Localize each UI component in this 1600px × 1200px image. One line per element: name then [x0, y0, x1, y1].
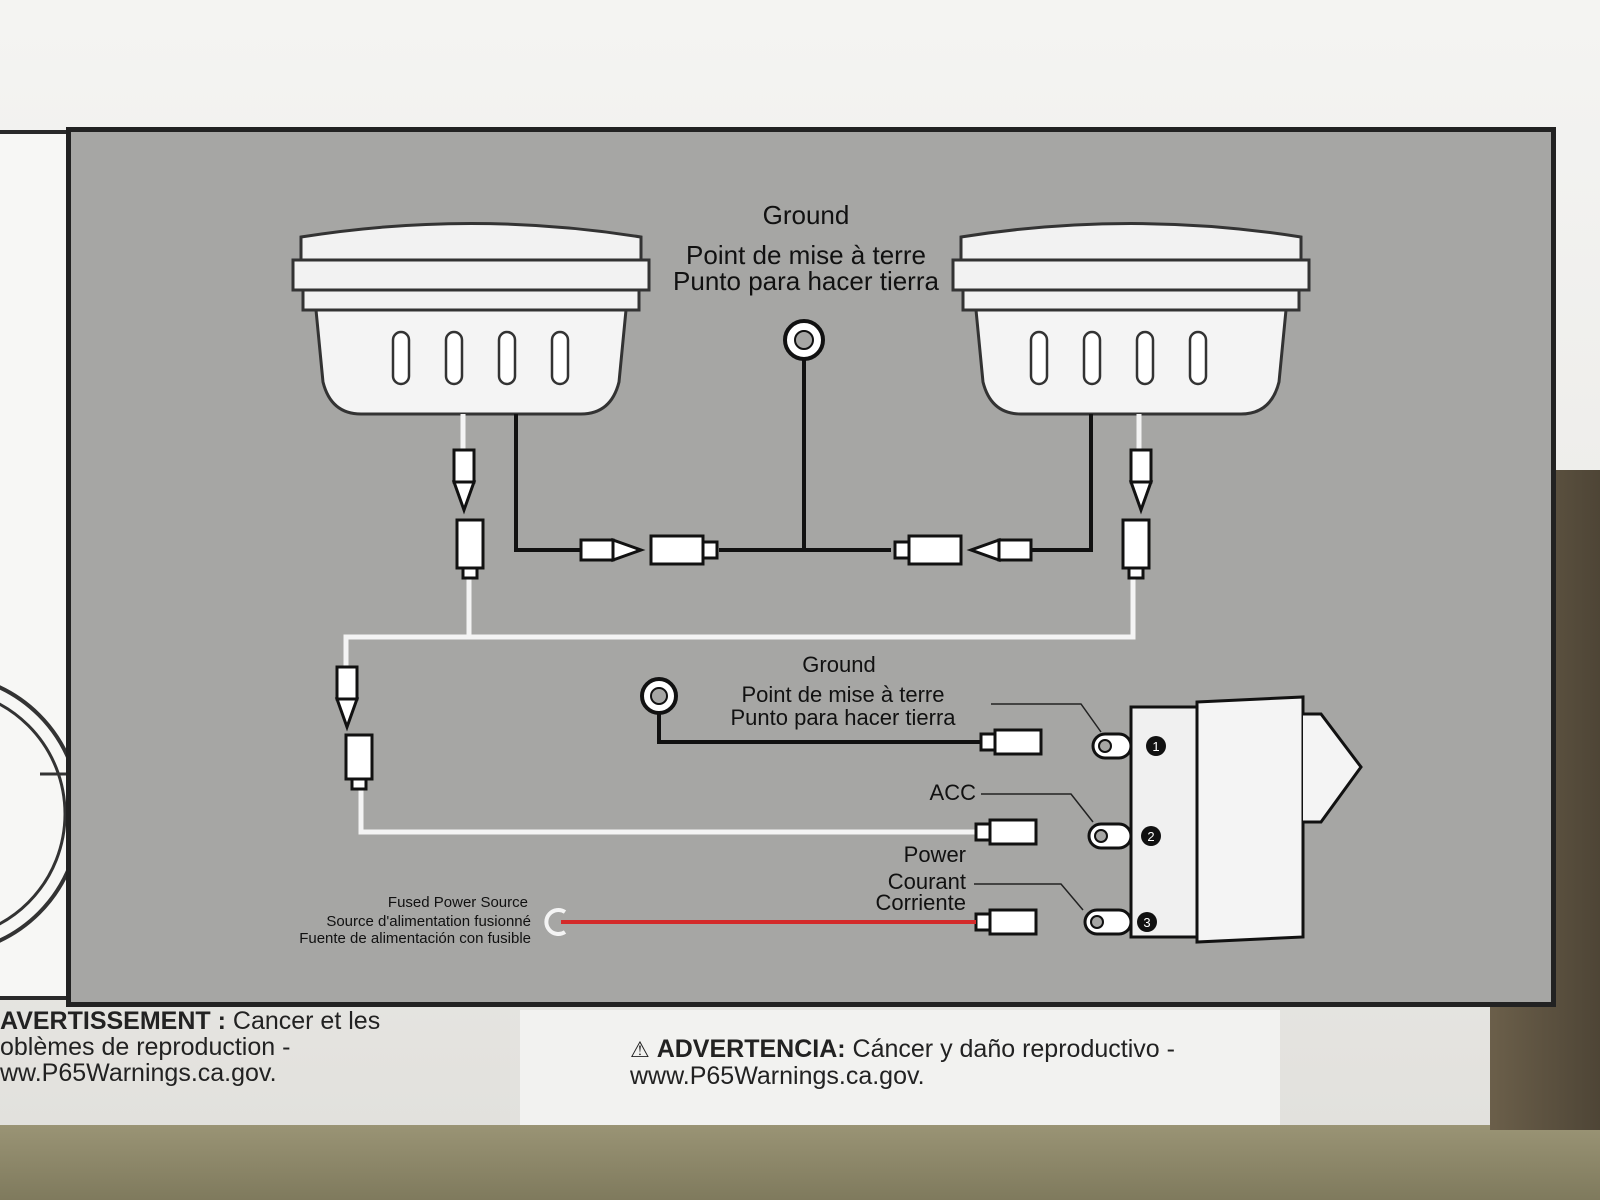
- switch-wire-connectors: [974, 728, 1043, 936]
- white-power-wires: [343, 414, 1142, 835]
- warning-spanish: ⚠ ADVERTENCIA: Cáncer y daño reproductiv…: [520, 1010, 1280, 1125]
- right-fog-light: [951, 222, 1311, 416]
- box-bottom-edge: [0, 1125, 1600, 1200]
- switch-ground-label: Ground Point de mise à terre Punto para …: [730, 652, 956, 730]
- warning-spanish-text1: Cáncer y daño reproductivo -: [845, 1035, 1175, 1063]
- top-ground-label: Ground Point de mise à terre Punto para …: [673, 200, 939, 296]
- warning-spanish-text2: www.P65Warnings.ca.gov.: [630, 1062, 925, 1090]
- switch-ground-line2: Point de mise à terre: [742, 682, 945, 707]
- white-wire-connectors: [334, 448, 1154, 791]
- terminal-3-label: 3: [1143, 915, 1150, 930]
- fused-source-line3: Fuente de alimentación con fusible: [299, 930, 531, 947]
- fused-source-ring-terminal: [544, 908, 567, 936]
- power-label: Power Courant Corriente: [876, 842, 966, 915]
- fused-power-source-label: Fused Power Source Source d'alimentation…: [299, 894, 531, 947]
- warning-french: AVERTISSEMENT : Cancer et les oblèmes de…: [0, 1008, 500, 1108]
- warning-french-text1: Cancer et les: [225, 1007, 381, 1035]
- switch-ground-wire: [657, 713, 981, 744]
- rocker-switch: 1 2 3: [1083, 695, 1363, 944]
- top-ground-line3: Punto para hacer tierra: [673, 266, 939, 296]
- warning-triangle-icon: ⚠: [630, 1037, 650, 1062]
- left-fog-light: [291, 222, 651, 416]
- acc-label: ACC: [930, 780, 977, 805]
- power-line1: Power: [904, 842, 966, 867]
- fused-source-line2: Source d'alimentation fusionné: [326, 913, 531, 930]
- wiring-diagram: 1 2 3 Ground Point de mise à terre Punto…: [66, 127, 1556, 1007]
- label-leader-lines: [974, 703, 1102, 911]
- switch-ground-line3: Punto para hacer tierra: [730, 705, 956, 730]
- top-ground-ring: [783, 319, 825, 361]
- wiring-diagram-svg: 1 2 3 Ground Point de mise à terre Punto…: [291, 200, 1363, 947]
- black-ground-wires: [514, 359, 1093, 552]
- power-line2: Courant: [888, 869, 966, 894]
- switch-ground-ring: [640, 677, 678, 715]
- power-line3: Corriente: [876, 890, 966, 915]
- black-wire-connectors: [579, 534, 1033, 566]
- terminal-1-label: 1: [1152, 739, 1159, 754]
- warning-french-text3: ww.P65Warnings.ca.gov.: [0, 1059, 277, 1087]
- warning-french-text2: oblèmes de reproduction -: [0, 1033, 291, 1061]
- warning-french-heading: AVERTISSEMENT :: [0, 1007, 226, 1035]
- terminal-2-label: 2: [1147, 829, 1154, 844]
- warning-spanish-heading: ADVERTENCIA:: [656, 1035, 846, 1063]
- fused-source-line1: Fused Power Source: [388, 894, 528, 911]
- switch-ground-line1: Ground: [802, 652, 875, 677]
- top-ground-line2: Point de mise à terre: [686, 240, 926, 270]
- top-ground-line1: Ground: [763, 200, 850, 230]
